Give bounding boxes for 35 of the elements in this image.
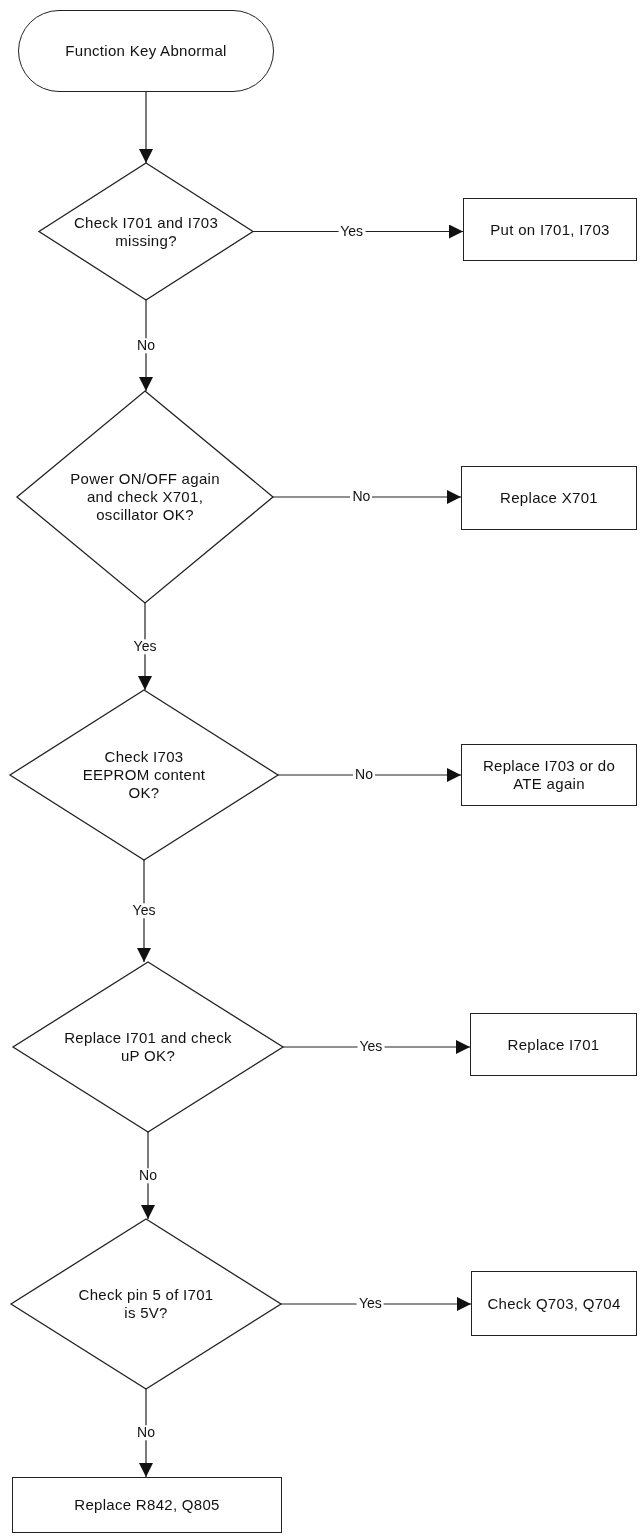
process-box (461, 466, 637, 530)
step-text: Put on I701, I703 (490, 220, 610, 239)
arrow (141, 1131, 155, 1220)
decision-text: Replace I701 and check uP OK? (63, 1029, 233, 1065)
step-text: Replace X701 (500, 489, 598, 507)
arrow (139, 1388, 153, 1478)
arrow (139, 91, 153, 164)
step-text: Replace I701 (507, 1035, 600, 1054)
step-text: Function Key Abnormal (65, 42, 227, 60)
edge-label: Yes (131, 638, 159, 655)
decision-diamond (11, 1219, 281, 1389)
decision-diamond (10, 690, 278, 860)
edge-label: Yes (130, 903, 158, 919)
process-box (12, 1477, 282, 1533)
edge-label: No (135, 1425, 157, 1441)
decision-diamond (13, 962, 283, 1132)
decision-text: Check I701 and I703 missing? (72, 213, 220, 250)
edge-label: No (137, 1167, 159, 1184)
edge-label: No (135, 337, 157, 354)
decision-text: Check I703 EEPROM content OK? (81, 748, 207, 802)
process-box (471, 1271, 637, 1336)
decision-text: Power ON/OFF again and check X701, oscillator OK? (69, 470, 221, 524)
step-text: Replace I703 or do ATE again (481, 757, 617, 793)
arrow (272, 490, 462, 504)
step-text: Check Q703, Q704 (487, 1294, 621, 1313)
step-text: Replace R842, Q805 (74, 1496, 220, 1514)
decision-diamond (17, 391, 273, 603)
decision-diamond (39, 163, 253, 300)
process-box (461, 744, 637, 806)
arrow (139, 299, 153, 392)
process-box (463, 198, 637, 261)
arrow (277, 768, 462, 782)
arrow (252, 224, 464, 239)
decision-text: Check pin 5 of I701 is 5V? (77, 1286, 215, 1322)
process-box (470, 1013, 637, 1076)
